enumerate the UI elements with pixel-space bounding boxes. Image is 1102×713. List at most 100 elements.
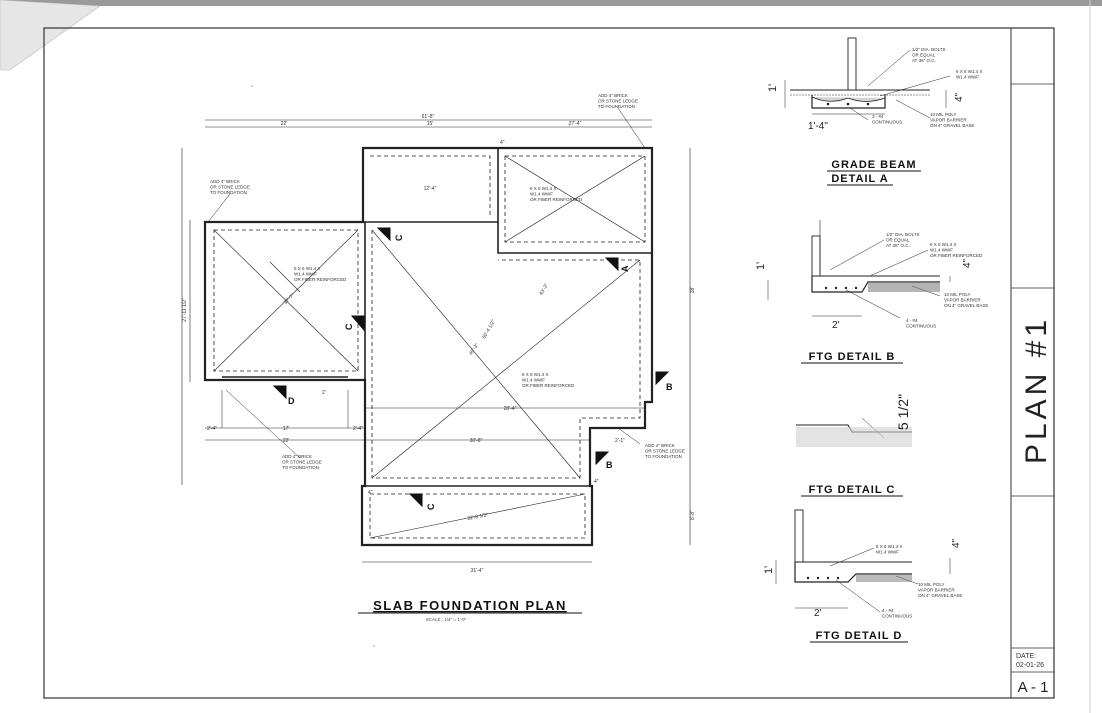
note-line: 4 - #4 [882,608,894,613]
marker-c-top-label: C [394,234,404,241]
date-value: 02-01-26 [1016,662,1044,669]
sheet-border [43,27,1055,699]
marker-c-porch-label: C [426,503,436,510]
dashed-ledges [213,155,646,539]
plan-label: PLAN #1 [1020,316,1053,464]
note-line: W1.4 WWF [294,272,317,277]
dim-small-4a: 4" [500,140,505,146]
note-line: ADD 4" BRICK [598,93,628,98]
note-line: VAPOR BARRIER [918,588,955,593]
note-line: OR EQUAL [912,53,936,58]
note-line: TO FOUNDATION [598,104,635,109]
marker-c-left-icon [350,315,365,332]
dim-right-total: 38' [690,287,696,294]
dim-small-2: 2' [322,390,326,396]
note-line: OR FIBER REINFORCED [930,253,983,258]
scan-speck [251,85,253,87]
detail-c-title: FTG DETAIL C [809,484,896,496]
plan-title: SLAB FOUNDATION PLAN [373,598,567,613]
detail-d-dim-width: 2' [814,608,822,619]
plan-scale: SCALE : 1/4" = 1'-0" [426,617,467,622]
dim-mid-seg: 15' [427,121,434,127]
note-line: ON 4" GRAVEL BASE [918,593,962,598]
detail-a-drawing [784,37,951,121]
note-line: 3 - #4 [872,114,884,119]
marker-b-right-icon [655,371,670,386]
detail-d-title: FTG DETAIL D [816,630,903,642]
marker-c-top-icon [376,227,391,242]
detail-b-dim-width: 2' [832,320,840,331]
note-line: 1/2" DIA. BOLTS [886,232,920,237]
detail-c-dim-drop: 5 1/2" [895,394,911,430]
detail-b-dim-slab: 4" [962,258,973,268]
detail-d-dim-slab: 4" [951,538,962,548]
note-line: W1.4 WWF [522,378,545,383]
detail-a-rebar [826,102,870,106]
dim-bottom-2-1: 2'-1" [615,438,625,444]
detail-b-dim-height: 1' [755,262,767,270]
marker-b-right-label: B [666,382,673,392]
note-line: ON 4" GRAVEL BASE [930,123,974,128]
dim-28-4: 28'-4" [504,406,517,412]
dim-top-box-width: 12'-4" [424,186,437,192]
note-line: ADD 4" BRICK [282,454,312,459]
note-line: 10 MIL POLY [944,292,971,297]
dim-small-4b: 4" [368,490,373,496]
note-line: 6 X 6 W1.4 X [956,69,983,74]
note-line: OR STONE LEDGE [598,99,638,104]
slab-foundation-plan [181,107,691,563]
dim-bottom-22: 22' [283,438,290,444]
detail-d-gravel [856,574,912,582]
note-line: ADD 4" BRICK [645,443,675,448]
detail-b-title: FTG DETAIL B [809,351,896,363]
note-line: TO FOUNDATION [282,465,319,470]
dim-bottom-2-4-b: 2'-4" [353,426,363,432]
dim-porch-width: 31'-4" [471,568,484,574]
marker-b-lower-icon [595,451,610,466]
dim-small-4c: 4" [594,479,599,485]
dim-right-seg: 27'-4" [569,121,582,127]
detail-b-drawing [767,220,951,319]
detail-a-dim-slab: 4" [954,92,965,102]
section-markers [272,227,670,508]
paper-shadow-top [0,0,1102,6]
detail-a-title-1: GRADE BEAM [831,159,916,171]
note-line: W1.4 WWF [956,75,979,80]
note-line: 6 X 6 W1.4 X [530,186,557,191]
right-room-wall [497,222,652,254]
note-line: AT 36" O.C. [886,243,910,248]
note-line: OR FIBER REINFORCED [530,197,583,202]
dim-bottom-30: 30'-8" [470,438,483,444]
note-line: OR FIBER REINFORCED [522,383,575,388]
note-line: OR STONE LEDGE [210,185,250,190]
detail-d-dim-height: 1' [763,566,775,574]
note-line: 4 - #4 [906,318,918,323]
note-line: OR FIBER REINFORCED [294,277,347,282]
note-line: 6 X 6 W1.4 X [522,372,549,377]
note-line: VAPOR BARRIER [930,118,967,123]
marker-d-bottom-icon [272,385,287,400]
note-line: 6 X 6 W1.4 X [876,544,903,549]
note-line: CONTINUOUS [906,324,936,329]
marker-b-lower-label: B [606,460,613,470]
marker-c-porch-icon [408,493,423,508]
note-line: 1/2" DIA. BOLTS [912,47,946,52]
note-line: ADD 4" BRICK [210,179,240,184]
note-line: W1.4 WWF [530,192,553,197]
note-line: CONTINUOUS [882,614,912,619]
note-line: ON 4" GRAVEL BASE [944,303,988,308]
note-line: W1.4 WWF [930,248,953,253]
sheet-number: A - 1 [1018,679,1049,696]
marker-a-right-label: A [620,265,630,272]
scan-speck [373,645,375,647]
